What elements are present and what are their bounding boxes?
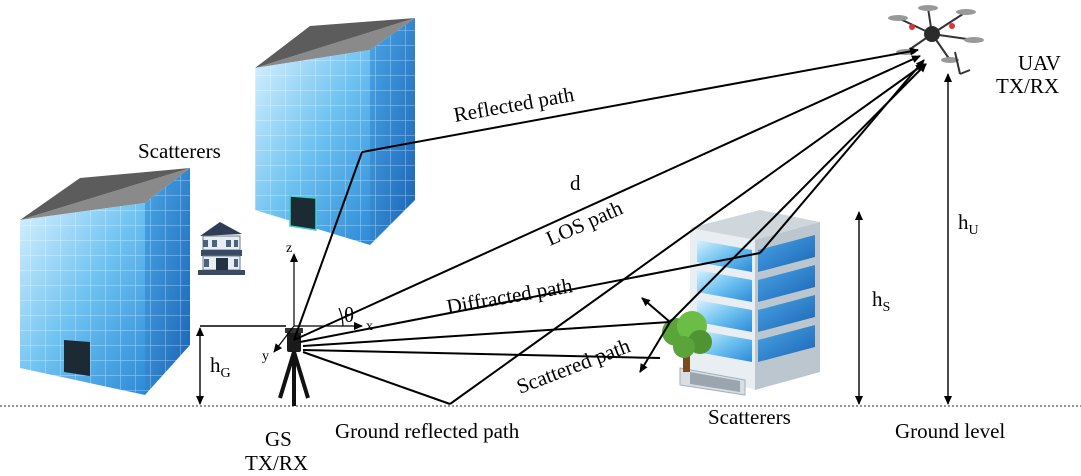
hu-label: hU	[958, 210, 979, 238]
scattered-path-label: Scattered path	[513, 333, 634, 398]
los-path-arrow	[293, 55, 921, 341]
scatter-arrow-up	[641, 297, 671, 323]
axis-y	[273, 325, 295, 353]
building-icon	[255, 18, 415, 245]
small-house-icon	[198, 222, 245, 275]
scatterers-top-label: Scatterers	[138, 139, 221, 163]
scatterers-bottom-label: Scatterers	[708, 405, 791, 429]
d-label: d	[570, 171, 581, 195]
scatter-arrow-down	[639, 321, 671, 373]
uav-label: UAV	[1018, 51, 1061, 75]
los-path-label: LOS path	[542, 195, 626, 250]
ground-reflected-path-arrow	[449, 63, 925, 405]
axis-x-label: x	[366, 319, 373, 334]
axis-y-label: y	[262, 349, 269, 364]
tree-icon	[662, 311, 712, 372]
tripod-icon	[278, 328, 310, 406]
gs-label: GS	[265, 427, 292, 451]
scattered-path-arrow	[669, 63, 927, 323]
hg-label: hG	[210, 353, 231, 381]
reflected-path-line	[293, 151, 363, 341]
diffracted-path-line	[299, 252, 761, 343]
theta-arc	[338, 307, 344, 327]
ground-reflected-path-label: Ground reflected path	[335, 419, 520, 443]
ground-level-label: Ground level	[895, 419, 1005, 443]
uav-txrx-label: TX/RX	[996, 74, 1059, 98]
office-building-icon	[679, 210, 820, 396]
reflected-path-arrow	[361, 47, 919, 153]
ground-reflected-path-line	[302, 351, 451, 405]
reflected-path-label: Reflected path	[452, 82, 577, 127]
drone-icon	[888, 5, 984, 75]
hs-label: hS	[872, 287, 890, 315]
scattered-path-line	[302, 321, 671, 347]
diffracted-path-label: Diffracted path	[445, 273, 575, 319]
ground-scatter-line	[302, 349, 661, 359]
axis-z-label: z	[286, 241, 292, 256]
theta-label: θ	[344, 303, 354, 327]
diffracted-path-arrow	[759, 59, 925, 254]
building-icon	[20, 168, 190, 395]
gs-txrx-label: TX/RX	[245, 451, 308, 475]
